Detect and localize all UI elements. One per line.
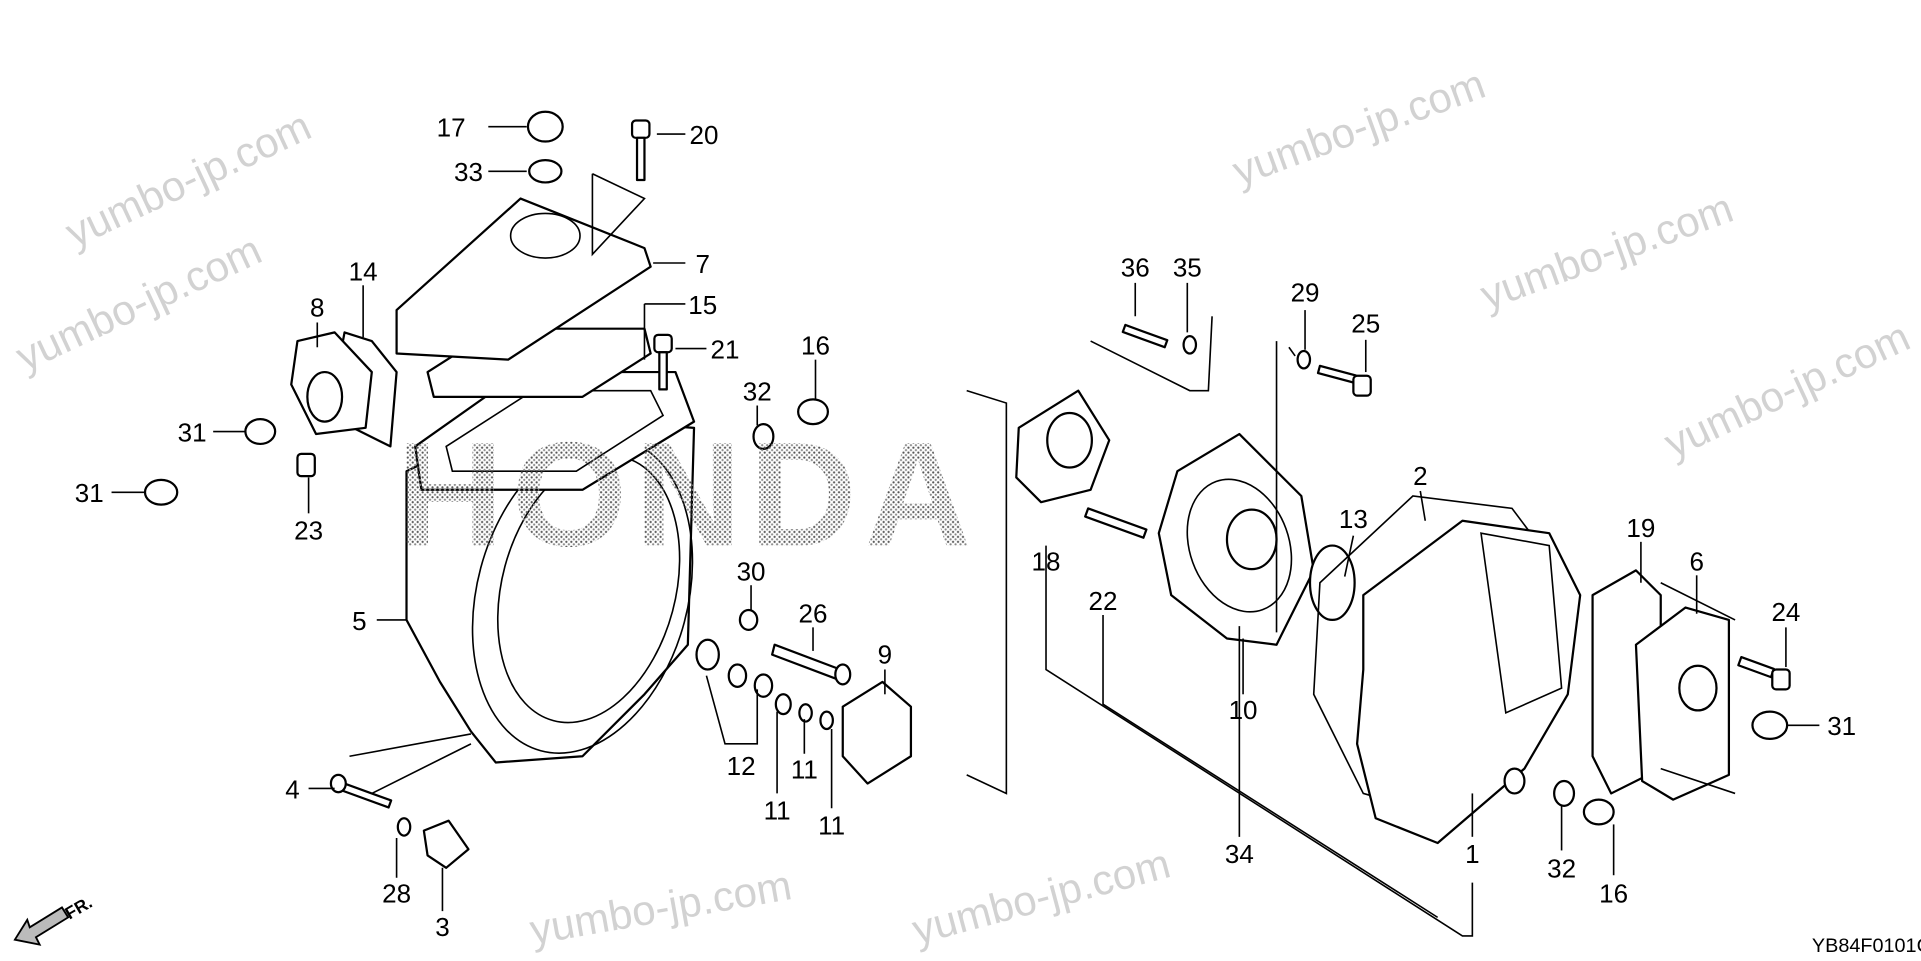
watermark-text: yumbo-jp.com xyxy=(526,861,795,953)
callout-28: 28 xyxy=(382,879,411,909)
callout-26: 26 xyxy=(799,598,828,628)
callout-30: 30 xyxy=(737,556,766,586)
callout-25: 25 xyxy=(1351,308,1380,338)
callout-4: 4 xyxy=(285,774,299,804)
callout-8: 8 xyxy=(310,292,324,322)
callout-24: 24 xyxy=(1771,597,1800,627)
callout-11: 11 xyxy=(818,810,845,840)
diagram-code: YB84F0101C xyxy=(1812,935,1921,957)
watermark-text: yumbo-jp.com xyxy=(9,226,269,380)
callout-22: 22 xyxy=(1089,586,1118,616)
callout-16: 16 xyxy=(1599,879,1628,909)
callout-18: 18 xyxy=(1032,546,1061,576)
callout-13: 13 xyxy=(1339,504,1368,534)
callout-labels: 17 33 20 7 14 8 15 21 16 32 31 31 23 5 3… xyxy=(75,113,1856,942)
callout-32: 32 xyxy=(743,377,772,407)
part-drawings xyxy=(143,110,1791,869)
watermark-text: yumbo-jp.com xyxy=(907,839,1175,953)
leader-lines xyxy=(111,125,1820,937)
callout-23: 23 xyxy=(294,515,323,545)
callout-34: 34 xyxy=(1225,839,1254,869)
callout-17: 17 xyxy=(437,113,466,143)
watermark-text: yumbo-jp.com xyxy=(1657,313,1917,467)
callout-31: 31 xyxy=(178,417,207,447)
callout-31: 31 xyxy=(1827,711,1856,741)
watermark-text: yumbo-jp.com xyxy=(1226,60,1491,195)
watermark-text: yumbo-jp.com xyxy=(58,102,318,256)
callout-1: 1 xyxy=(1465,839,1479,869)
callout-5: 5 xyxy=(352,606,366,636)
callout-11: 11 xyxy=(764,795,791,825)
callout-29: 29 xyxy=(1291,277,1320,307)
callout-15: 15 xyxy=(688,290,717,320)
callout-31: 31 xyxy=(75,478,104,508)
callout-2: 2 xyxy=(1413,461,1427,491)
callout-21: 21 xyxy=(711,334,740,364)
callout-12: 12 xyxy=(727,751,756,781)
callout-6: 6 xyxy=(1689,546,1703,576)
callout-35: 35 xyxy=(1173,253,1202,283)
callout-10: 10 xyxy=(1229,695,1258,725)
callout-9: 9 xyxy=(878,639,892,669)
callout-36: 36 xyxy=(1121,253,1150,283)
callout-16: 16 xyxy=(801,331,830,361)
callout-11: 11 xyxy=(791,755,818,785)
callout-14: 14 xyxy=(349,256,378,286)
watermark-text: yumbo-jp.com xyxy=(1474,184,1739,319)
callout-7: 7 xyxy=(695,249,709,279)
callout-20: 20 xyxy=(689,120,718,150)
callout-3: 3 xyxy=(435,912,449,942)
front-direction-arrow: FR. xyxy=(13,892,96,946)
callout-32: 32 xyxy=(1547,854,1576,884)
callout-33: 33 xyxy=(454,157,483,187)
callout-19: 19 xyxy=(1626,513,1655,543)
honda-logo-watermark: HONDA xyxy=(397,411,979,578)
